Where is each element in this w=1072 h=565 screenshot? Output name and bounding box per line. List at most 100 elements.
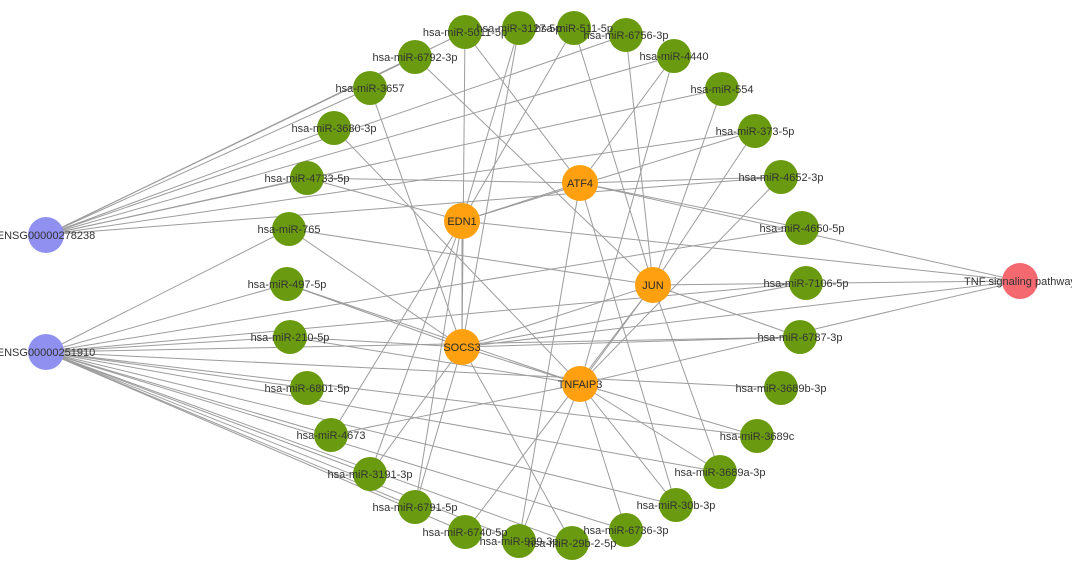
mirna-node-hsa-mir-373-5p[interactable] bbox=[738, 114, 772, 148]
mirna-node-hsa-mir-5011-5p[interactable] bbox=[448, 15, 482, 49]
mirna-node-hsa-mir-4650-5p[interactable] bbox=[785, 211, 819, 245]
pathway-node-tnf-signaling-pathway[interactable] bbox=[1002, 263, 1038, 299]
mirna-label: hsa-miR-4673 bbox=[296, 430, 365, 442]
mirna-label: hsa-miR-511-5p bbox=[535, 23, 613, 35]
mirna-node-hsa-mir-3689c[interactable] bbox=[740, 419, 774, 453]
edge-G_SOCS3-P bbox=[461, 280, 1021, 348]
gene-node-atf4[interactable] bbox=[562, 165, 598, 201]
mirna-node-hsa-mir-4440[interactable] bbox=[657, 39, 691, 73]
edge-L1-m07 bbox=[45, 176, 782, 236]
edge-G_JUN-P bbox=[652, 280, 1021, 286]
mirna-label: hsa-miR-4652-3p bbox=[739, 172, 824, 184]
gene-node-edn1[interactable] bbox=[444, 203, 480, 239]
gene-label: JUN bbox=[642, 280, 663, 292]
edge-G_JUN-G_TNFAIP3 bbox=[579, 284, 654, 385]
mirna-node-hsa-mir-3689b-3p[interactable] bbox=[764, 371, 798, 405]
mirna-label: hsa-miR-554 bbox=[691, 84, 754, 96]
edge-L2-m19 bbox=[45, 351, 416, 508]
edge-G_SOCS3-m20 bbox=[369, 346, 463, 475]
edge-G_JUN-G_SOCS3 bbox=[461, 284, 654, 348]
lncrna-node-ensg00000251910[interactable] bbox=[28, 334, 64, 370]
mirna-node-hsa-mir-3191-3p[interactable] bbox=[353, 457, 387, 491]
mirna-node-hsa-mir-7106-5p[interactable] bbox=[789, 266, 823, 300]
mirna-label: hsa-miR-3680-3p bbox=[292, 123, 377, 135]
edge-L1-m27 bbox=[45, 127, 335, 236]
labels-layer: hsa-miR-3127-5phsa-miR-511-5phsa-miR-675… bbox=[0, 23, 1072, 550]
mirna-label: hsa-miR-3689b-3p bbox=[735, 383, 826, 395]
mirna-label: hsa-miR-6791-5p bbox=[373, 502, 458, 514]
edge-G_EDN1-P bbox=[461, 220, 1021, 282]
mirna-node-hsa-mir-3689a-3p[interactable] bbox=[703, 455, 737, 489]
edge-G_SOCS3-m24 bbox=[286, 283, 463, 348]
mirna-node-hsa-mir-4733-5p[interactable] bbox=[290, 161, 324, 195]
edge-L1-m05 bbox=[45, 88, 723, 236]
mirna-label: hsa-miR-6792-3p bbox=[373, 52, 458, 64]
mirna-node-hsa-mir-3127-5p[interactable] bbox=[502, 11, 536, 45]
mirna-node-hsa-mir-29b-2-5p[interactable] bbox=[555, 526, 589, 560]
mirna-label: hsa-miR-4650-5p bbox=[760, 223, 845, 235]
mirna-node-hsa-mir-511-5p[interactable] bbox=[557, 11, 591, 45]
edge-L2-m23 bbox=[45, 336, 291, 353]
mirna-node-hsa-mir-30b-3p[interactable] bbox=[659, 488, 693, 522]
edge-L2-m13 bbox=[45, 351, 721, 473]
edge-G_JUN-m06 bbox=[652, 130, 756, 286]
edge-G_EDN1-m26 bbox=[306, 177, 463, 222]
mirna-node-hsa-mir-6791-5p[interactable] bbox=[398, 490, 432, 524]
edge-G_TNFAIP3-m13 bbox=[579, 383, 721, 473]
gene-node-socs3[interactable] bbox=[444, 329, 480, 365]
edge-G_ATF4-m04 bbox=[579, 55, 675, 184]
mirna-node-hsa-mir-497-5p[interactable] bbox=[270, 267, 304, 301]
mirna-label: hsa-miR-373-5p bbox=[716, 126, 795, 138]
gene-label: ATF4 bbox=[567, 178, 593, 190]
mirna-node-hsa-mir-4673[interactable] bbox=[314, 418, 348, 452]
edge-G_TNFAIP3-m12 bbox=[579, 383, 758, 437]
mirna-node-hsa-mir-6736-3p[interactable] bbox=[609, 513, 643, 547]
mirna-label: hsa-miR-6736-3p bbox=[584, 525, 669, 537]
mirna-node-hsa-mir-4652-3p[interactable] bbox=[764, 160, 798, 194]
mirna-label: hsa-miR-497-5p bbox=[248, 279, 327, 291]
mirna-node-hsa-mir-6792-3p[interactable] bbox=[398, 40, 432, 74]
gene-label: SOCS3 bbox=[443, 342, 480, 354]
mirna-node-hsa-mir-6801-5p[interactable] bbox=[290, 371, 324, 405]
edge-G_JUN-m25 bbox=[288, 228, 654, 286]
edge-G_TNFAIP3-m07 bbox=[579, 176, 782, 385]
mirna-label: hsa-miR-6801-5p bbox=[265, 383, 350, 395]
edge-G_TNFAIP3-m23 bbox=[289, 336, 581, 385]
mirna-label: hsa-miR-3689c bbox=[720, 431, 795, 443]
edge-G_SOCS3-m16 bbox=[461, 346, 573, 544]
edge-L2-m12 bbox=[45, 351, 758, 437]
mirna-label: hsa-miR-3689a-3p bbox=[674, 467, 765, 479]
mirna-node-hsa-mir-939-3p[interactable] bbox=[502, 524, 536, 558]
edge-G_ATF4-m08 bbox=[579, 182, 803, 229]
mirna-node-hsa-mir-210-5p[interactable] bbox=[273, 320, 307, 354]
edge-G_TNFAIP3-m17 bbox=[518, 383, 581, 542]
gene-label: TNFAIP3 bbox=[558, 379, 603, 391]
lncrna-node-ensg00000278238[interactable] bbox=[28, 217, 64, 253]
edge-G_JUN-m13 bbox=[652, 284, 721, 473]
mirna-label: hsa-miR-3657 bbox=[335, 83, 404, 95]
gene-node-tnfaip3[interactable] bbox=[562, 366, 598, 402]
edge-L2-m22 bbox=[45, 351, 308, 389]
edge-G_SOCS3-m10 bbox=[461, 336, 801, 348]
mirna-node-hsa-mir-6787-3p[interactable] bbox=[783, 320, 817, 354]
mirna-label: hsa-miR-6740-5p bbox=[423, 527, 508, 539]
gene-node-jun[interactable] bbox=[635, 267, 671, 303]
lncrna-label: ENSG00000278238 bbox=[0, 230, 95, 242]
edge-G_TNFAIP3-m15 bbox=[579, 383, 627, 531]
mirna-node-hsa-mir-6740-5p[interactable] bbox=[448, 515, 482, 549]
lncrna-label: ENSG00000251910 bbox=[0, 347, 95, 359]
mirna-node-hsa-mir-6756-3p[interactable] bbox=[609, 18, 643, 52]
edge-L2-m25 bbox=[45, 228, 290, 353]
edge-G_TNFAIP3-m14 bbox=[579, 383, 677, 506]
edge-G_JUN-m03 bbox=[625, 34, 654, 286]
mirna-label: hsa-miR-939-3p bbox=[480, 536, 559, 548]
edge-L2-m17 bbox=[45, 351, 520, 542]
mirna-node-hsa-mir-3680-3p[interactable] bbox=[317, 111, 351, 145]
edge-G_JUN-m10 bbox=[652, 284, 801, 338]
edge-G_SOCS3-m25 bbox=[288, 228, 463, 348]
mirna-node-hsa-mir-765[interactable] bbox=[272, 212, 306, 246]
mirna-node-hsa-mir-554[interactable] bbox=[705, 72, 739, 106]
edge-L2-m16 bbox=[45, 351, 573, 544]
mirna-node-hsa-mir-3657[interactable] bbox=[353, 71, 387, 105]
mirna-label: hsa-miR-4440 bbox=[639, 51, 708, 63]
